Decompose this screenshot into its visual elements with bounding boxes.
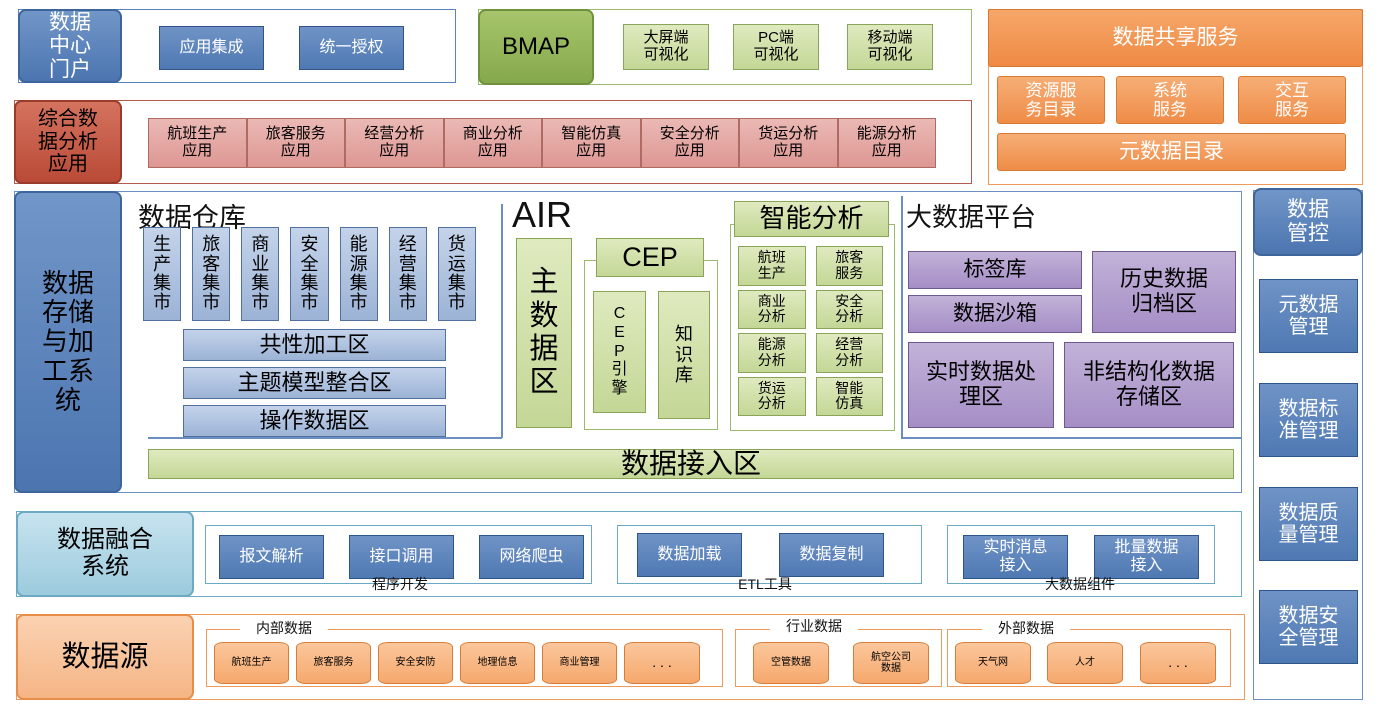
source-atc-data[interactable]: 空管数据 bbox=[753, 642, 829, 684]
smart-operation-analysis[interactable]: 经营 分析 bbox=[815, 333, 883, 373]
bigdata-divider-v bbox=[901, 196, 903, 438]
data-load-button[interactable]: 数据加载 bbox=[637, 533, 742, 577]
marts-row: 生 产 集 市 旅 客 集 市 商 业 集 市 安 全 集 市 能 源 集 市 … bbox=[143, 227, 476, 321]
api-call-button[interactable]: 接口调用 bbox=[349, 535, 454, 579]
operational-data-layer[interactable]: 操作数据区 bbox=[183, 405, 446, 437]
app-passenger-service[interactable]: 旅客服务 应用 bbox=[246, 118, 345, 168]
web-crawler-button[interactable]: 网络爬虫 bbox=[479, 535, 584, 579]
portal-title[interactable]: 数据 中心 门户 bbox=[18, 9, 122, 83]
smart-title[interactable]: 智能分析 bbox=[734, 201, 889, 237]
storage-title[interactable]: 数据 存储 与加 工系 统 bbox=[14, 191, 122, 493]
source-group-internal bbox=[206, 629, 723, 687]
cep-title[interactable]: CEP bbox=[596, 238, 704, 277]
bmap-pc-item[interactable]: PC端 可视化 bbox=[733, 24, 819, 70]
smart-safety-analysis[interactable]: 安全 分析 bbox=[815, 289, 883, 329]
mart-energy[interactable]: 能 源 集 市 bbox=[339, 227, 378, 321]
app-energy-analysis[interactable]: 能源分析 应用 bbox=[837, 118, 936, 168]
app-integration-button[interactable]: 应用集成 bbox=[159, 26, 264, 70]
app-cargo-analysis[interactable]: 货运分析 应用 bbox=[739, 118, 838, 168]
mart-business[interactable]: 商 业 集 市 bbox=[241, 227, 280, 321]
app-business-analysis[interactable]: 商业分析 应用 bbox=[443, 118, 542, 168]
governance-title[interactable]: 数据 管控 bbox=[1253, 188, 1363, 256]
knowledge-base[interactable]: 知 识 库 bbox=[658, 291, 710, 419]
cep-engine[interactable]: C E P 引 擎 bbox=[593, 291, 646, 413]
metadata-management[interactable]: 元数据 管理 bbox=[1259, 279, 1358, 353]
tag-library[interactable]: 标签库 bbox=[908, 251, 1082, 289]
source-group-external bbox=[947, 629, 1231, 687]
fusion-title[interactable]: 数据融合 系统 bbox=[16, 511, 194, 597]
mart-passenger[interactable]: 旅 客 集 市 bbox=[192, 227, 231, 321]
bmap-bigscreen-item[interactable]: 大屏端 可视化 bbox=[623, 24, 709, 70]
data-standard-management[interactable]: 数据标 准管理 bbox=[1259, 383, 1358, 457]
realtime-processing-zone[interactable]: 实时数据处 理区 bbox=[908, 342, 1054, 428]
source-external-more[interactable]: . . . bbox=[1140, 642, 1216, 684]
warehouse-divider-v bbox=[501, 204, 503, 438]
source-passenger-service[interactable]: 旅客服务 bbox=[296, 642, 371, 684]
app-operation-analysis[interactable]: 经营分析 应用 bbox=[345, 118, 444, 168]
source-weather[interactable]: 天气网 bbox=[955, 642, 1031, 684]
analysis-apps-row: 航班生产 应用 旅客服务 应用 经营分析 应用 商业分析 应用 智能仿真 应用 … bbox=[148, 118, 936, 168]
smart-simulation[interactable]: 智能 仿真 bbox=[815, 376, 883, 416]
source-title[interactable]: 数据源 bbox=[16, 614, 194, 700]
master-data-zone[interactable]: 主 数 据 区 bbox=[516, 238, 572, 428]
fusion-group-etl-label: ETL工具 bbox=[738, 576, 792, 593]
history-archive-zone[interactable]: 历史数据 归档区 bbox=[1092, 251, 1236, 333]
data-replication-button[interactable]: 数据复制 bbox=[779, 533, 884, 577]
message-parsing-button[interactable]: 报文解析 bbox=[219, 535, 324, 579]
common-processing-layer[interactable]: 共性加工区 bbox=[183, 329, 446, 361]
metadata-catalog-button[interactable]: 元数据目录 bbox=[997, 133, 1346, 171]
smart-energy-analysis[interactable]: 能源 分析 bbox=[738, 333, 806, 373]
mart-cargo[interactable]: 货 运 集 市 bbox=[437, 227, 476, 321]
air-title: AIR bbox=[512, 194, 573, 235]
source-internal-more[interactable]: . . . bbox=[624, 642, 700, 684]
data-ingest-zone[interactable]: 数据接入区 bbox=[148, 448, 1234, 479]
sharing-title[interactable]: 数据共享服务 bbox=[988, 9, 1363, 67]
bigdata-divider-h bbox=[901, 437, 1241, 439]
unstructured-storage-zone[interactable]: 非结构化数据 存储区 bbox=[1064, 342, 1234, 428]
data-sandbox[interactable]: 数据沙箱 bbox=[908, 295, 1082, 333]
source-flight-production[interactable]: 航班生产 bbox=[214, 642, 289, 684]
smart-passenger-service[interactable]: 旅客 服务 bbox=[815, 246, 883, 286]
bmap-title[interactable]: BMAP bbox=[478, 9, 594, 85]
analysis-title[interactable]: 综合数 据分析 应用 bbox=[14, 100, 122, 184]
fusion-group-bigdata-label: 大数据组件 bbox=[1045, 576, 1115, 593]
unified-auth-button[interactable]: 统一授权 bbox=[299, 26, 404, 70]
app-flight-production[interactable]: 航班生产 应用 bbox=[148, 118, 247, 168]
source-airline-data[interactable]: 航空公司 数据 bbox=[853, 642, 929, 684]
source-security[interactable]: 安全安防 bbox=[378, 642, 453, 684]
mart-operation[interactable]: 经 营 集 市 bbox=[388, 227, 427, 321]
app-safety-analysis[interactable]: 安全分析 应用 bbox=[640, 118, 739, 168]
realtime-message-ingest-button[interactable]: 实时消息 接入 bbox=[963, 535, 1068, 579]
source-group-internal-label: 内部数据 bbox=[240, 620, 328, 638]
smart-grid: 航班 生产 旅客 服务 商业 分析 安全 分析 能源 分析 经营 分析 货运 分… bbox=[738, 246, 883, 416]
batch-data-ingest-button[interactable]: 批量数据 接入 bbox=[1094, 535, 1199, 579]
source-group-industry-label: 行业数据 bbox=[770, 618, 858, 636]
bmap-mobile-item[interactable]: 移动端 可视化 bbox=[847, 24, 933, 70]
subject-model-layer[interactable]: 主题模型整合区 bbox=[183, 367, 446, 399]
app-intelligent-simulation[interactable]: 智能仿真 应用 bbox=[542, 118, 641, 168]
data-quality-management[interactable]: 数据质 量管理 bbox=[1259, 487, 1358, 561]
sharing-system-button[interactable]: 系统 服务 bbox=[1116, 76, 1224, 124]
source-business-management[interactable]: 商业管理 bbox=[542, 642, 617, 684]
source-geo-info[interactable]: 地理信息 bbox=[460, 642, 535, 684]
smart-business-analysis[interactable]: 商业 分析 bbox=[738, 289, 806, 329]
bigdata-title: 大数据平台 bbox=[906, 202, 1037, 232]
smart-flight-production[interactable]: 航班 生产 bbox=[738, 246, 806, 286]
sharing-interaction-button[interactable]: 交互 服务 bbox=[1238, 76, 1346, 124]
source-group-external-label: 外部数据 bbox=[982, 620, 1070, 638]
mart-safety[interactable]: 安 全 集 市 bbox=[290, 227, 329, 321]
data-security-management[interactable]: 数据安 全管理 bbox=[1259, 590, 1358, 664]
fusion-group-program-label: 程序开发 bbox=[372, 576, 428, 593]
smart-cargo-analysis[interactable]: 货运 分析 bbox=[738, 376, 806, 416]
source-talent[interactable]: 人才 bbox=[1047, 642, 1123, 684]
sharing-catalog-button[interactable]: 资源服 务目录 bbox=[997, 76, 1105, 124]
warehouse-divider-h bbox=[148, 437, 502, 439]
mart-production[interactable]: 生 产 集 市 bbox=[143, 227, 182, 321]
